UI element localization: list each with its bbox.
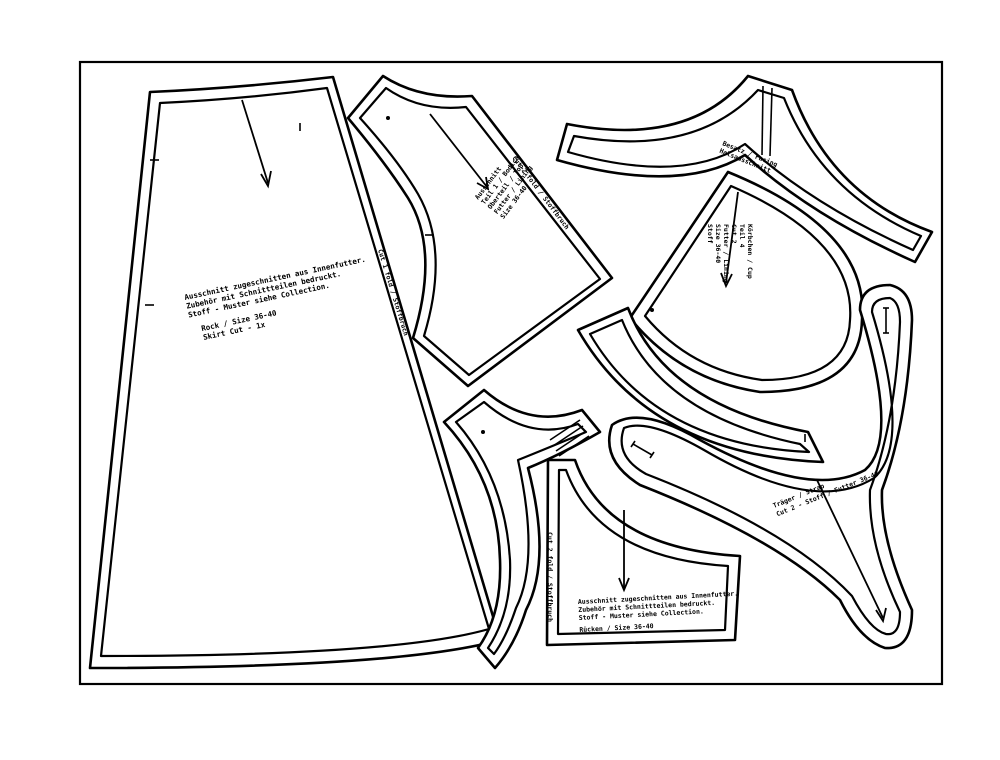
back-side-label: Cut 2 fold / Stoffbruch xyxy=(546,532,554,622)
bodice-grainline xyxy=(429,113,488,188)
back-label-4: Rücken / Size 36-40 xyxy=(579,622,654,634)
armhole-facing-piece xyxy=(576,306,825,464)
cup-label-2: Teil 4 xyxy=(738,224,746,248)
strap-grainline xyxy=(816,479,884,619)
cup-label-6: Stoff xyxy=(706,224,714,244)
skirt-grainline xyxy=(241,99,269,184)
side-facing-piece xyxy=(442,388,602,670)
skirt-piece: Ausschnitt zugeschnitten aus Innenfutter… xyxy=(88,75,502,670)
bodice-piece: Ausschnitt Teil 1 / Bodice Oberteil / To… xyxy=(346,74,614,388)
cup-piece: Körbchen / Cup Teil 4 Cut 2 Futter / Lin… xyxy=(628,170,864,394)
back-piece: Ausschnitt zugeschnitten aus Innenfutter… xyxy=(545,458,742,647)
cup-label-5: Size 36-40 xyxy=(714,224,722,263)
cup-label-4: Futter / Lining xyxy=(722,224,730,283)
cup-grainline xyxy=(725,191,739,284)
cup-label-1: Körbchen / Cup xyxy=(746,224,754,279)
sheet-border xyxy=(78,60,944,686)
cup-label-3: Cut 2 xyxy=(730,224,738,244)
